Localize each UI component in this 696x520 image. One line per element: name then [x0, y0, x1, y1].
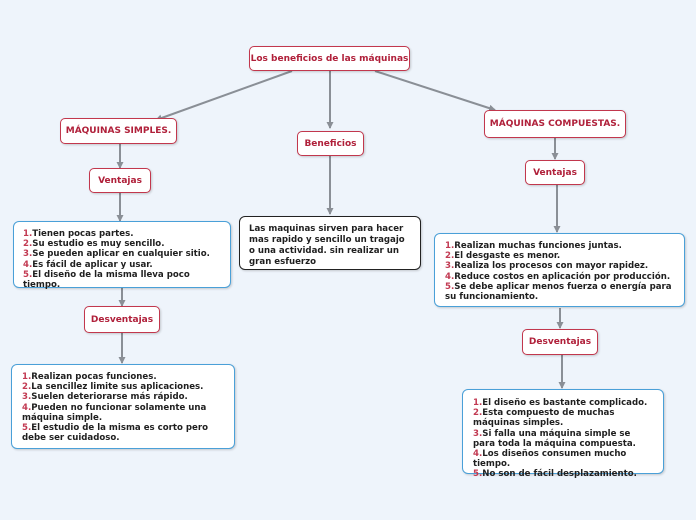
list-item: 4.Es fácil de aplicar y usar.: [23, 259, 153, 270]
topic-ventajas-simples-label: Ventajas: [98, 175, 142, 186]
topic-desventajas-compuestas[interactable]: Desventajas: [522, 329, 598, 355]
topic-maquinas-compuestas-label: MÁQUINAS COMPUESTAS.: [489, 119, 621, 129]
list-item: 1.El diseño es bastante complicado.: [473, 398, 648, 408]
card-ventajas-compuestas: 1.Realizan muchas funciones juntas. 2.El…: [434, 233, 685, 307]
root-topic-label: Los beneficios de las máquinas: [250, 53, 409, 64]
topic-ventajas-compuestas[interactable]: Ventajas: [525, 160, 585, 185]
list-item: 1.Tienen pocas partes.: [23, 229, 134, 239]
list-item: 2.Esta compuesto de muchas máquinas simp…: [473, 408, 615, 429]
list-item: 4.Reduce costos en aplicación por produc…: [445, 271, 671, 282]
list-ventajas-compuestas: 1.Realizan muchas funciones juntas. 2.El…: [445, 241, 674, 302]
card-beneficios: Las maquinas sirven para hacer mas rapid…: [239, 216, 421, 270]
list-item: 3.Suelen deteriorarse más rápido.: [22, 392, 188, 403]
topic-beneficios[interactable]: Beneficios: [297, 131, 364, 156]
list-item: 5.Se debe aplicar menos fuerza o energía…: [445, 281, 672, 303]
list-item: 1.Realizan muchas funciones juntas.: [445, 241, 622, 251]
card-desventajas-compuestas: 1.El diseño es bastante complicado. 2.Es…: [462, 389, 664, 479]
connector-root-left: [155, 70, 293, 122]
topic-maquinas-compuestas[interactable]: MÁQUINAS COMPUESTAS.: [484, 110, 626, 138]
root-topic[interactable]: Los beneficios de las máquinas: [249, 46, 410, 71]
list-item: 5.El diseño de la misma lleva poco tiemp…: [23, 269, 190, 291]
list-item: 4.Pueden no funcionar solamente una máqu…: [22, 402, 207, 423]
topic-desventajas-simples[interactable]: Desventajas: [84, 306, 160, 333]
list-item: 3.Si falla una máquina simple se para to…: [473, 428, 636, 449]
list-ventajas-simples: 1.Tienen pocas partes. 2.Su estudio es m…: [23, 229, 220, 290]
connector-root-right: [374, 70, 496, 112]
topic-ventajas-simples[interactable]: Ventajas: [89, 168, 151, 193]
topic-desventajas-compuestas-label: Desventajas: [528, 337, 592, 347]
list-item: 1.Realizan pocas funciones.: [22, 372, 157, 382]
list-item: 4.Los diseños consumen mucho tiempo.: [473, 449, 627, 470]
topic-maquinas-simples[interactable]: MÁQUINAS SIMPLES.: [60, 118, 177, 144]
card-ventajas-simples: 1.Tienen pocas partes. 2.Su estudio es m…: [13, 221, 231, 290]
list-item: 3.Se pueden aplicar en cualquier sitio.: [23, 249, 210, 260]
list-desventajas-compuestas: 1.El diseño es bastante complicado. 2.Es…: [473, 398, 653, 480]
list-desventajas-simples: 1.Realizan pocas funciones. 2.La sencill…: [22, 372, 224, 443]
list-item: 2.La sencillez limite sus aplicaciones.: [22, 382, 204, 393]
topic-desventajas-simples-label: Desventajas: [90, 314, 154, 325]
list-item: 5.No son de fácil desplazamiento.: [473, 469, 637, 480]
list-item: 5.El estudio de la misma es corto pero d…: [22, 423, 208, 444]
list-item: 2.Su estudio es muy sencillo.: [23, 239, 165, 250]
list-item: 3.Realiza los procesos con mayor rapidez…: [445, 261, 649, 272]
topic-beneficios-label: Beneficios: [304, 138, 357, 149]
list-item: 2.El desgaste es menor.: [445, 251, 561, 262]
topic-maquinas-simples-label: MÁQUINAS SIMPLES.: [65, 126, 172, 136]
beneficios-text: Las maquinas sirven para hacer mas rapid…: [249, 224, 405, 267]
card-desventajas-simples: 1.Realizan pocas funciones. 2.La sencill…: [11, 364, 235, 449]
topic-ventajas-compuestas-label: Ventajas: [533, 167, 577, 178]
